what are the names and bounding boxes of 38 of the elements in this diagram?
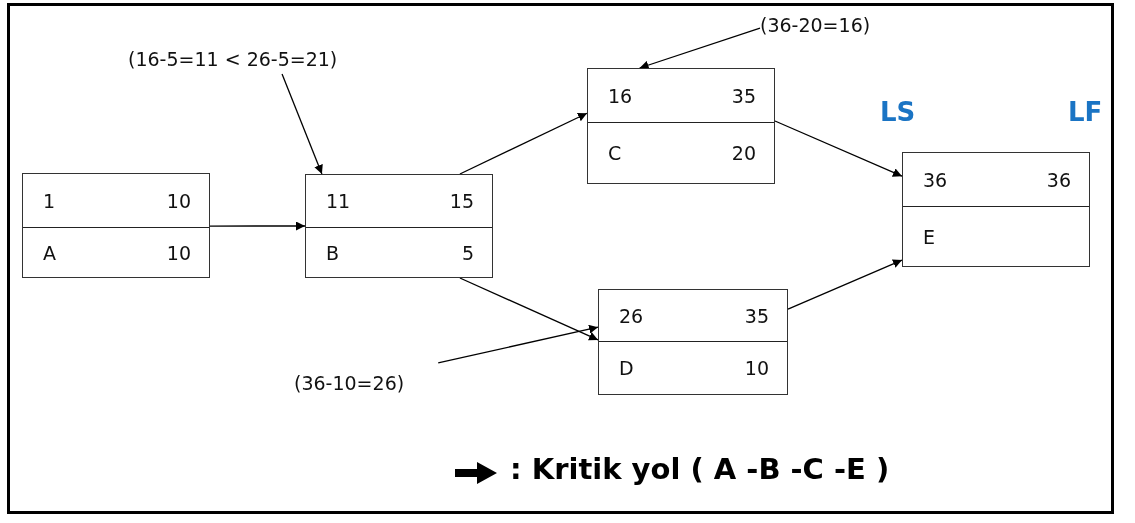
activity-name: C <box>608 142 622 164</box>
activity-box <box>22 173 210 278</box>
duration: 5 <box>461 241 474 264</box>
activity-name: A <box>43 241 56 264</box>
arrow <box>774 120 903 177</box>
calculation-note: (36-20=16) <box>760 14 871 36</box>
activity-name: B <box>326 241 340 264</box>
calculation-note: (36-10=26) <box>294 372 405 394</box>
activity-box <box>305 174 493 278</box>
column-header: LF <box>1068 97 1103 127</box>
start-time: 36 <box>923 168 948 191</box>
legend-text: : Kritik yol ( A -B -C -E ) <box>510 452 890 486</box>
activity-box <box>587 68 775 184</box>
leader-arrow <box>281 73 323 175</box>
finish-time: 35 <box>744 304 769 327</box>
column-header: LS <box>880 97 916 127</box>
activity-box <box>902 152 1090 267</box>
start-time: 1 <box>43 189 56 212</box>
calculation-note: (16-5=11 < 26-5=21) <box>128 48 338 70</box>
arrow <box>787 259 903 310</box>
finish-time: 15 <box>449 190 474 212</box>
activity-name: E <box>923 225 935 248</box>
start-time: 26 <box>619 304 644 327</box>
leader-arrow <box>437 324 599 364</box>
duration: 10 <box>166 241 191 264</box>
start-time: 11 <box>326 190 351 212</box>
activity-name: D <box>619 357 634 379</box>
arrow <box>459 277 599 341</box>
finish-time: 36 <box>1046 168 1071 191</box>
finish-time: 10 <box>166 189 191 212</box>
arrow <box>209 221 306 231</box>
duration: 10 <box>744 357 769 379</box>
finish-time: 35 <box>731 84 756 107</box>
duration: 20 <box>731 142 756 164</box>
activity-box <box>598 289 788 395</box>
start-time: 16 <box>608 84 633 107</box>
arrow <box>459 112 588 175</box>
leader-arrow <box>639 27 761 70</box>
